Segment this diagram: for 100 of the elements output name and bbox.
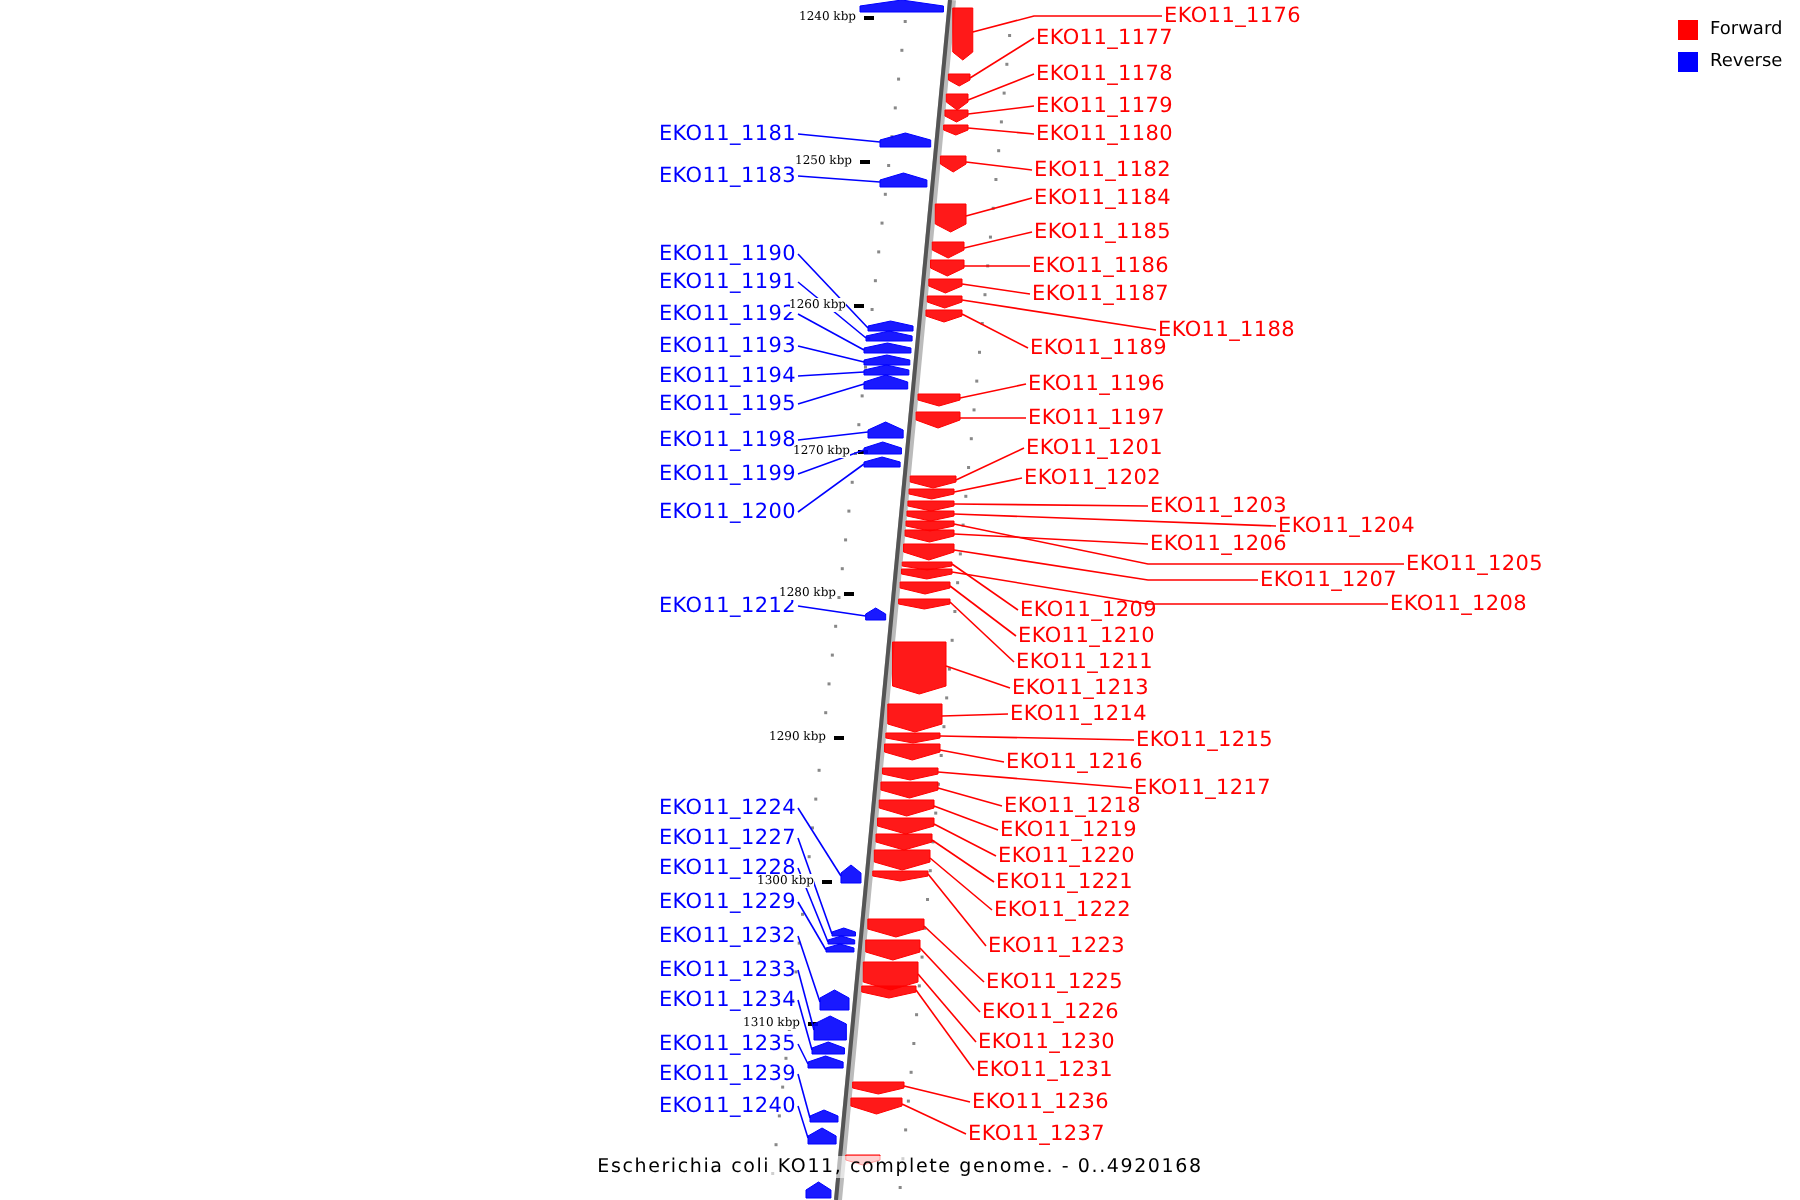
leader-line — [961, 313, 1029, 349]
gene-block — [907, 500, 955, 512]
leader-line — [965, 197, 1033, 217]
gene-label: EKO11_1231 — [976, 1058, 1114, 1082]
leader-line — [931, 839, 995, 883]
leader-line — [969, 37, 1035, 79]
leader-line — [903, 1085, 971, 1103]
leader-line — [937, 771, 1133, 789]
gene-block — [852, 1081, 905, 1095]
leader-line — [797, 837, 833, 935]
gene-block — [861, 985, 917, 999]
gene-block — [909, 475, 957, 489]
legend-label: Forward — [1710, 20, 1783, 40]
gene-block — [872, 870, 929, 882]
leader-line — [797, 1073, 811, 1119]
leader-line — [797, 1105, 809, 1139]
gene-label: EKO11_1227 — [658, 826, 796, 850]
gene-label: EKO11_1189 — [1030, 336, 1168, 360]
leader-line — [967, 73, 1035, 101]
gene-block — [863, 354, 911, 366]
gene-block — [863, 342, 912, 354]
gene-label: EKO11_1206 — [1150, 532, 1288, 556]
gene-block — [807, 1055, 844, 1069]
leader-line — [955, 447, 1025, 481]
gene-label: EKO11_1222 — [994, 898, 1132, 922]
leader-line — [971, 15, 1163, 33]
gene-block — [840, 864, 862, 884]
leader-line — [963, 265, 1031, 267]
leader-line — [965, 161, 1033, 171]
gene-block — [899, 581, 951, 595]
gene-block — [875, 833, 933, 851]
gene-label: EKO11_1220 — [998, 844, 1136, 868]
leader-line — [959, 417, 1027, 419]
leader-line — [961, 299, 1157, 331]
gene-label: EKO11_1193 — [658, 334, 796, 358]
gene-label: EKO11_1233 — [658, 958, 796, 982]
gene-block — [931, 241, 965, 259]
gene-label: EKO11_1211 — [1016, 650, 1154, 674]
leader-line — [949, 601, 1015, 663]
gene-label: EKO11_1190 — [658, 242, 796, 266]
gene-block — [939, 155, 967, 173]
gene-block — [880, 781, 939, 799]
gene-label: EKO11_1205 — [1406, 552, 1544, 576]
gene-block — [850, 1097, 903, 1115]
gene-label: EKO11_1224 — [658, 796, 796, 820]
gene-label: EKO11_1230 — [978, 1030, 1116, 1054]
gene-block — [865, 607, 887, 621]
gene-label: EKO11_1187 — [1032, 282, 1170, 306]
leader-line — [953, 477, 1023, 493]
gene-label: EKO11_1214 — [1010, 702, 1148, 726]
gene-label: EKO11_1201 — [1026, 436, 1164, 460]
leader-line — [797, 605, 867, 617]
gene-block — [928, 278, 963, 294]
gene-block — [944, 109, 969, 123]
gene-block — [952, 7, 974, 61]
leader-line — [933, 805, 999, 831]
gene-label: EKO11_1181 — [658, 122, 796, 146]
gene-block — [930, 259, 965, 277]
leader-line — [945, 665, 1011, 689]
gene-label: EKO11_1183 — [658, 164, 796, 188]
gene-label: EKO11_1226 — [982, 1000, 1120, 1024]
gene-label: EKO11_1215 — [1136, 728, 1274, 752]
leader-line — [797, 901, 827, 951]
gene-block — [878, 799, 935, 817]
caption: Escherichia coli KO11, complete genome. - 0..4920168 — [597, 1156, 1203, 1178]
leader-line — [939, 749, 1005, 763]
gene-block — [945, 93, 969, 111]
leader-line — [961, 283, 1031, 295]
gene-label: EKO11_1236 — [972, 1090, 1110, 1114]
gene-label: EKO11_1239 — [658, 1062, 796, 1086]
leader-line — [923, 925, 985, 983]
gene-block — [863, 364, 910, 376]
gene-block — [908, 488, 955, 500]
leader-line — [953, 533, 1149, 545]
gene-label: EKO11_1219 — [1000, 818, 1138, 842]
gene-label: EKO11_1188 — [1158, 318, 1296, 342]
gene-block — [825, 943, 855, 953]
gene-block — [884, 743, 941, 761]
gene-block — [879, 172, 928, 188]
leader-line — [953, 549, 1259, 581]
gene-block — [873, 849, 931, 871]
leader-line — [953, 523, 1405, 565]
gene-label: EKO11_1180 — [1036, 122, 1174, 146]
gene-label: EKO11_1200 — [658, 500, 796, 524]
leader-line — [797, 345, 865, 363]
leader-line — [953, 513, 1277, 527]
gene-block — [813, 1015, 847, 1041]
gene-label: EKO11_1199 — [658, 462, 796, 486]
gene-label: EKO11_1204 — [1278, 514, 1416, 538]
gene-block — [865, 939, 921, 961]
gene-label: EKO11_1195 — [658, 392, 796, 416]
leader-line — [951, 563, 1019, 611]
gene-block — [863, 374, 909, 390]
gene-block — [900, 568, 953, 580]
gene-label: EKO11_1216 — [1006, 750, 1144, 774]
leader-line — [933, 823, 997, 857]
leader-line — [797, 807, 842, 877]
gene-block — [904, 529, 955, 543]
gene-block — [827, 935, 856, 945]
gene-label: EKO11_1221 — [996, 870, 1134, 894]
